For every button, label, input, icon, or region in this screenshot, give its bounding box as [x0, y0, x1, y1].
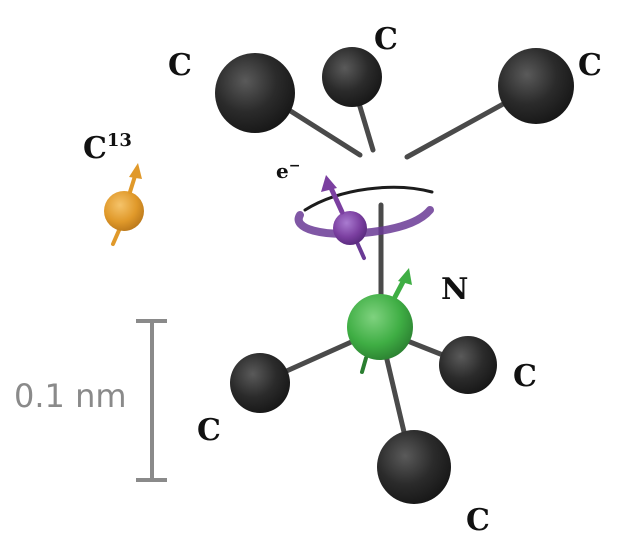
label-carbon13: C13 — [83, 130, 132, 166]
label-carbon-top-middle: C — [374, 22, 398, 57]
scale-bar — [136, 319, 167, 482]
scale-bar-label: 0.1 nm — [14, 377, 127, 415]
label-carbon-top-left: C — [168, 48, 192, 83]
label-carbon-bottom-right: C — [513, 359, 537, 394]
label-carbon13-superscript: 13 — [107, 130, 132, 151]
carbon13-sphere — [104, 191, 144, 231]
carbon-atom-bottom-left — [230, 353, 290, 413]
label-nitrogen: N — [441, 272, 468, 307]
electron-orbit-front — [294, 206, 434, 238]
label-carbon13-base: C — [83, 131, 107, 166]
electron-sphere — [333, 211, 367, 245]
electron-spin-arrow — [328, 185, 345, 215]
label-carbon-bottom-left: C — [197, 413, 221, 448]
carbon-atom-bottom — [377, 430, 451, 504]
label-carbon-top-right: C — [578, 48, 602, 83]
nitrogen-atom — [347, 268, 413, 374]
label-carbon-bottom: C — [466, 503, 490, 538]
carbon13-spin-arrow — [128, 174, 137, 194]
upper-bonds — [267, 87, 528, 160]
electron-spin-arrowhead-icon — [321, 175, 337, 192]
nitrogen-spin-arrowhead-icon — [398, 268, 412, 285]
label-electron-base: e — [276, 159, 289, 183]
label-electron-superscript: − — [289, 158, 301, 174]
carbon-atom-top-middle — [322, 47, 382, 107]
carbon13-spin — [104, 163, 144, 246]
carbon-atom-top-right — [498, 48, 574, 124]
carbon-atom-bottom-right — [439, 336, 497, 394]
carbon-atom-top-left — [215, 53, 295, 133]
carbon13-spin-arrowhead-icon — [129, 163, 142, 179]
electron-orbit-back — [303, 185, 434, 212]
label-electron: e− — [276, 158, 300, 183]
electron-spin — [294, 175, 434, 260]
